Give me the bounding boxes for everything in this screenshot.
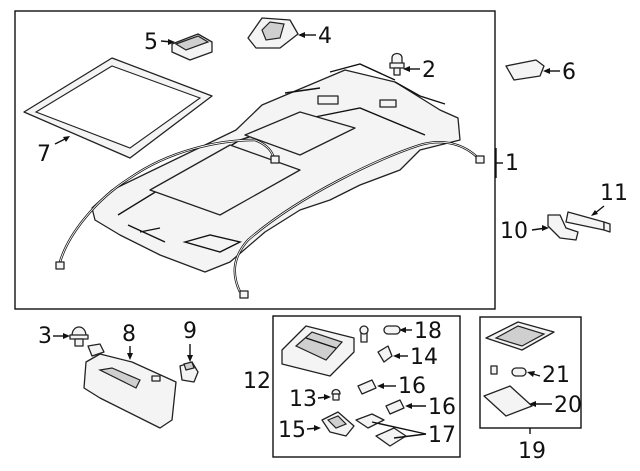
callout-16b: 16 <box>428 395 456 420</box>
part-16b-lens <box>385 399 405 415</box>
part-6-strip <box>505 59 545 81</box>
part-4-bracket <box>247 17 299 49</box>
callout-15: 15 <box>278 418 306 443</box>
callout-16a: 16 <box>398 374 426 399</box>
callout-20: 20 <box>554 393 582 418</box>
callout-21: 21 <box>542 363 570 388</box>
sun-visor <box>83 343 177 429</box>
callout-14: 14 <box>410 345 438 370</box>
part-20-lens <box>483 385 533 417</box>
dome-lamp-group-frame <box>272 315 461 458</box>
part-5-clip <box>171 33 213 61</box>
part-2-clip <box>389 52 405 76</box>
part-3-clip <box>69 326 89 347</box>
part-13-clip <box>331 388 341 401</box>
callout-4: 4 <box>318 24 332 49</box>
part-21-bulb <box>490 365 527 377</box>
headliner-panel <box>91 63 461 273</box>
callout-3: 3 <box>38 324 52 349</box>
callout-11: 11 <box>600 181 628 206</box>
callout-9: 9 <box>183 319 197 344</box>
wiring-harness <box>55 138 485 299</box>
leader-lines <box>53 32 605 439</box>
part-9-holder <box>179 361 199 383</box>
part-15-switch <box>321 411 355 437</box>
map-lamp-housing <box>485 321 555 351</box>
callout-2: 2 <box>422 58 436 83</box>
part-bolt <box>359 325 369 343</box>
dome-lamp-housing <box>281 325 355 377</box>
part-18-bulb <box>383 325 401 335</box>
part-11-cover <box>565 211 611 233</box>
callout-19: 19 <box>518 439 546 464</box>
callout-13: 13 <box>289 387 317 412</box>
callout-8: 8 <box>122 322 136 347</box>
part-14-socket <box>377 345 393 363</box>
headliner-group-frame <box>14 10 496 310</box>
part-17-covers <box>355 413 407 447</box>
part-16a-lens <box>357 379 377 395</box>
callout-17: 17 <box>428 423 456 448</box>
sunroof-trim-frame <box>23 57 213 159</box>
callout-6: 6 <box>562 60 576 85</box>
callout-10: 10 <box>500 219 528 244</box>
callout-18: 18 <box>414 319 442 344</box>
part-10-bracket <box>547 214 579 241</box>
callout-7: 7 <box>37 142 51 167</box>
callout-5: 5 <box>144 30 158 55</box>
callout-12: 12 <box>243 369 271 394</box>
callout-1: 1 <box>505 151 519 176</box>
